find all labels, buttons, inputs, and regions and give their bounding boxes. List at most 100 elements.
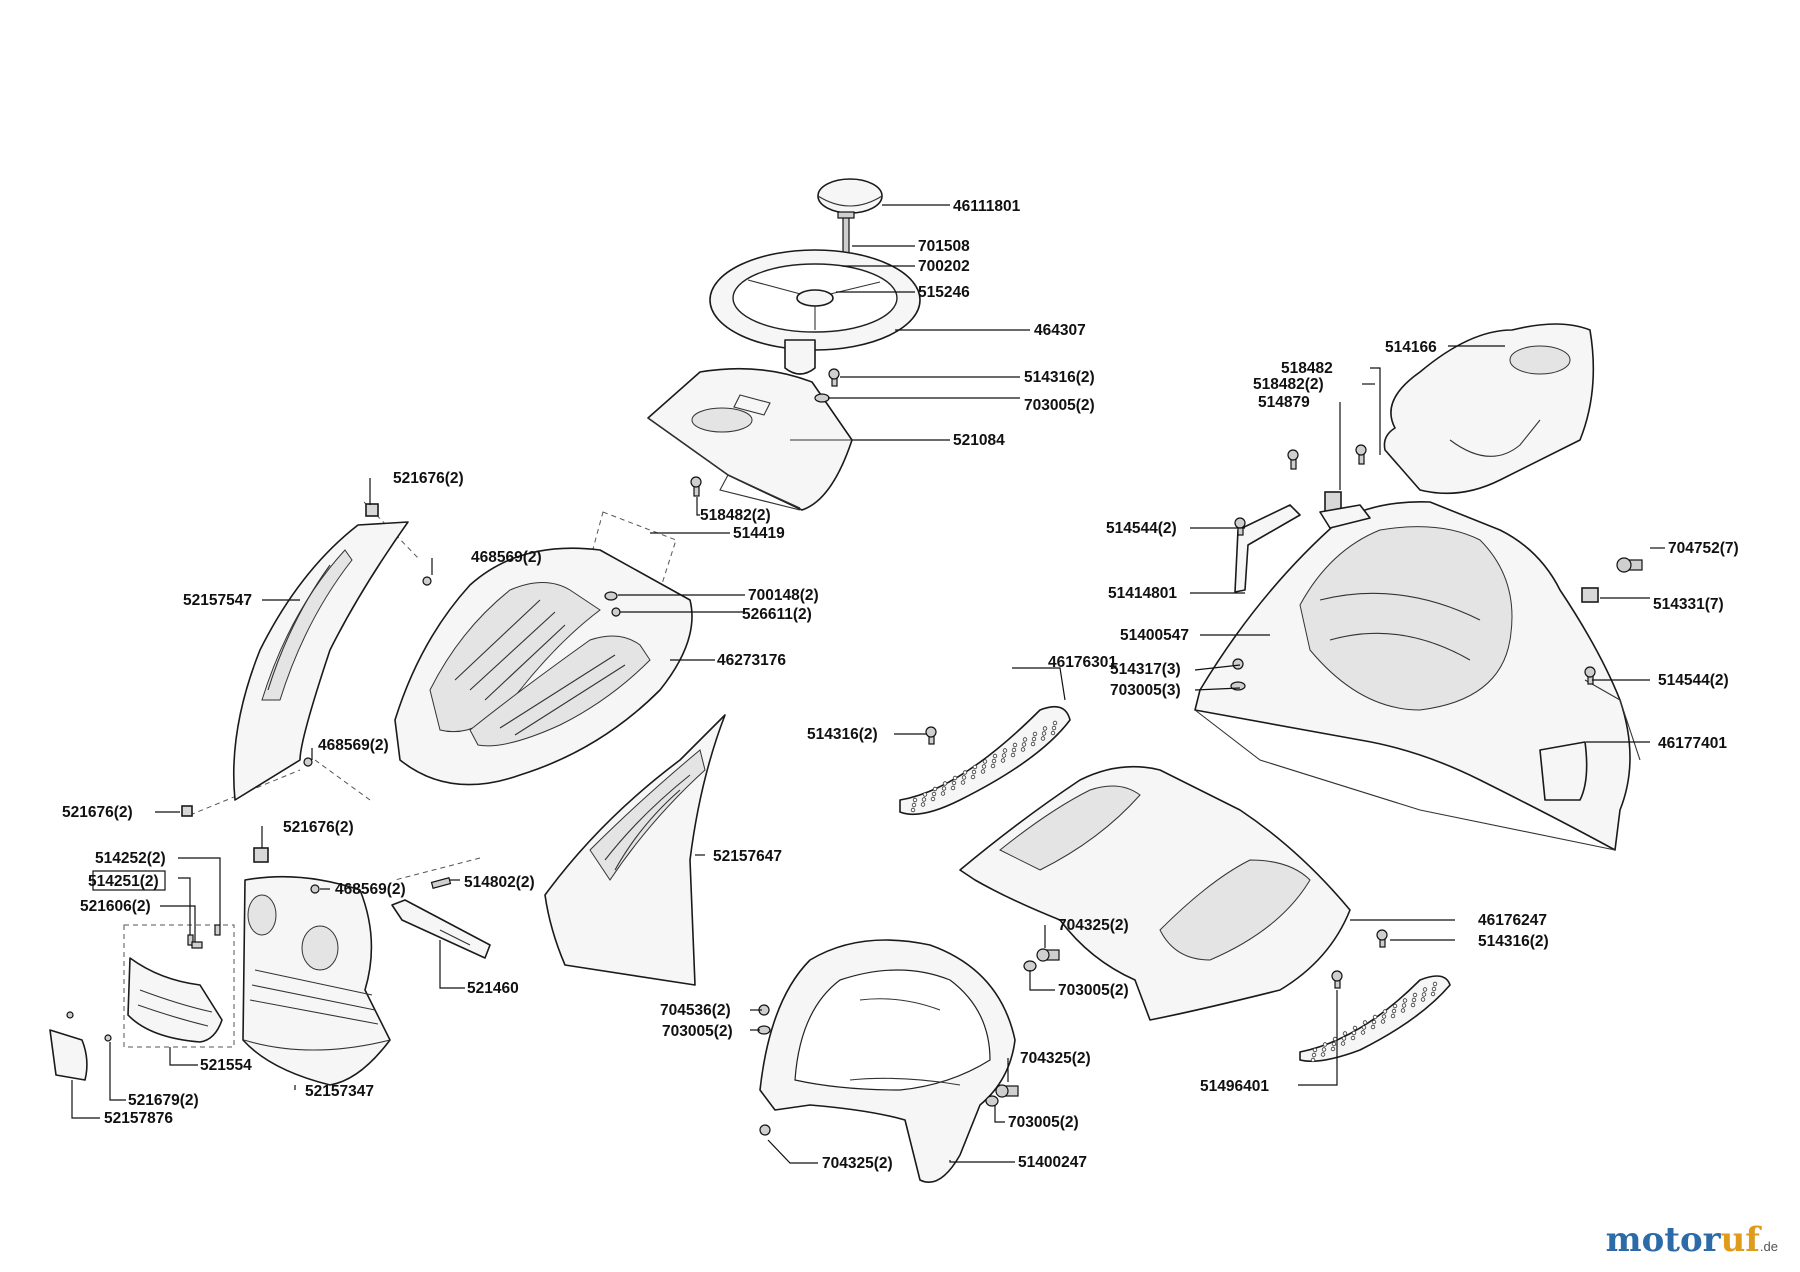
clip-small[interactable] (66, 1011, 74, 1019)
footplate-perforation (941, 786, 947, 791)
footplate-perforation (990, 763, 996, 769)
bolt-514802[interactable] (430, 877, 452, 889)
footplate-perforation (970, 774, 976, 780)
bracket-51414801[interactable] (1234, 504, 1301, 593)
steering-cap[interactable] (817, 178, 883, 214)
side-panel-right[interactable] (544, 714, 726, 986)
footplate-perforation (1002, 748, 1008, 753)
footplate-perforation (921, 797, 927, 802)
screw-514316a[interactable] (828, 368, 840, 387)
footplate-perforation (950, 785, 956, 791)
screw-526611[interactable] (611, 607, 621, 617)
clip-521676a[interactable] (365, 503, 379, 517)
clip-521606[interactable] (191, 941, 203, 949)
side-panel-left[interactable] (232, 521, 409, 801)
footplate-perforation (1431, 986, 1437, 992)
bolt-704325b[interactable] (995, 1084, 1019, 1098)
label-514331: 514331(7) (1653, 596, 1724, 613)
label-51400247: 51400247 (1018, 1154, 1087, 1171)
footplate-perforation (972, 764, 978, 770)
footplate-perforation (981, 764, 987, 769)
floor-deck[interactable] (959, 765, 1351, 1021)
screw-514316c[interactable] (1376, 929, 1388, 948)
label-468569a: 468569(2) (471, 549, 542, 566)
footplate-perforation (971, 769, 977, 775)
footplate-perforation (1020, 747, 1026, 752)
bolt-704752[interactable] (1616, 557, 1643, 573)
footplate-perforation (930, 796, 936, 802)
brand-tld: .de (1759, 1239, 1778, 1254)
brand-name-b: uf (1720, 1220, 1760, 1260)
footplate-perforation (1421, 992, 1427, 997)
label-514316b: 514316(2) (807, 726, 878, 743)
label-514251: 514251(2) (88, 873, 159, 890)
label-704752: 704752(7) (1668, 540, 1739, 557)
footplate-perforation (1030, 741, 1036, 747)
front-bumper-frame[interactable] (759, 939, 1016, 1183)
screw-518482c[interactable] (1287, 449, 1299, 470)
headlight-lens[interactable] (127, 957, 223, 1043)
label-52157347: 52157347 (305, 1083, 374, 1100)
label-514802: 514802(2) (464, 874, 535, 891)
reflector-52157876[interactable] (49, 1029, 88, 1081)
footplate-perforation (1350, 1035, 1356, 1041)
screw-518482a[interactable] (690, 476, 702, 497)
screw-514316b[interactable] (925, 726, 937, 745)
seat-switch-514879[interactable] (1319, 491, 1371, 529)
footplate-perforation (1432, 981, 1438, 987)
label-704325a: 704325(2) (1058, 917, 1129, 934)
front-grille[interactable] (242, 875, 391, 1086)
footplate-perforation (1351, 1030, 1357, 1036)
screw-518482b[interactable] (1355, 444, 1367, 465)
label-51400547: 51400547 (1120, 627, 1189, 644)
footplate-perforation (1321, 1047, 1327, 1052)
bracket-521460[interactable] (391, 899, 491, 959)
label-46177401: 46177401 (1658, 735, 1727, 752)
screw-514544a[interactable] (1234, 517, 1246, 536)
bolt-704325c[interactable] (759, 1124, 771, 1136)
label-514251-box (92, 870, 166, 891)
clip-468569a[interactable] (422, 576, 432, 586)
bonnet[interactable] (394, 547, 693, 786)
screw-514317[interactable] (1232, 658, 1244, 670)
footplate-perforation (992, 753, 998, 759)
screw-514544b[interactable] (1584, 666, 1596, 685)
bolt-704325a[interactable] (1036, 948, 1060, 962)
clip-468569b[interactable] (303, 757, 313, 767)
footplate-perforation (1392, 1003, 1398, 1009)
footplate-perforation (1031, 736, 1037, 742)
screw-514252[interactable] (214, 924, 221, 936)
footplate-perforation (1330, 1046, 1336, 1052)
washer-703005c[interactable] (1023, 960, 1037, 972)
rear-cover-46177401[interactable] (1539, 741, 1588, 801)
rear-hood[interactable] (1194, 501, 1641, 851)
dashboard-panel[interactable] (647, 367, 853, 511)
label-521084: 521084 (953, 432, 1005, 449)
washer-703005e[interactable] (985, 1095, 999, 1107)
footplate-perforation (982, 759, 988, 764)
clip-514331[interactable] (1581, 587, 1599, 603)
footplate-perforation (1322, 1042, 1328, 1047)
washer-700148[interactable] (604, 591, 618, 601)
clip-468569c[interactable] (310, 884, 320, 894)
footplate-perforation (1052, 720, 1058, 726)
footplate-perforation (1310, 1057, 1316, 1063)
screw-514316d[interactable] (1331, 970, 1343, 989)
clip-521679[interactable] (104, 1034, 112, 1042)
footplate-perforation (1400, 1008, 1406, 1013)
footplate-perforation (951, 780, 957, 786)
footplate-perforation (1411, 997, 1417, 1003)
footplate-perforation (1382, 1009, 1388, 1014)
clip-521676c[interactable] (253, 847, 269, 863)
label-521676c: 521676(2) (283, 819, 354, 836)
label-704536: 704536(2) (660, 1002, 731, 1019)
washer-703005a[interactable] (814, 393, 830, 403)
seat[interactable] (1383, 323, 1595, 495)
clip-521676b[interactable] (181, 805, 193, 817)
label-514317: 514317(3) (1110, 661, 1181, 678)
steering-wheel[interactable] (709, 249, 921, 375)
footplate-perforation (1041, 731, 1047, 736)
label-468569c: 468569(2) (335, 881, 406, 898)
footplate-perforation (1001, 753, 1007, 758)
